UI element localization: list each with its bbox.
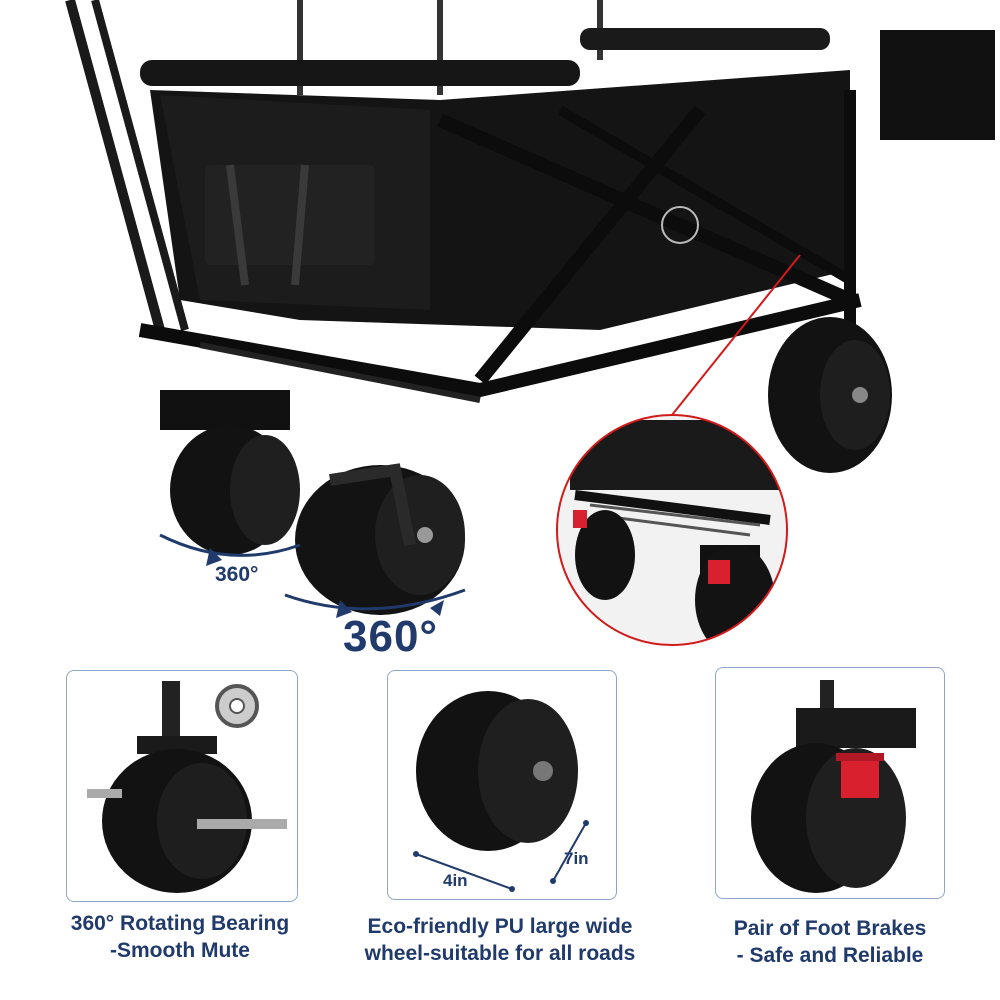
rotation-label-large: 360° [343, 612, 439, 661]
wheel-caption-line1: Eco-friendly PU large wide [367, 915, 633, 938]
wheel-caption-line2: wheel-suitable for all roads [364, 942, 636, 966]
bearing-caption: 360° Rotating Bearing -Smooth Mute [50, 910, 310, 965]
pu-wheel-image [413, 691, 589, 892]
foot-brake-image [751, 680, 916, 893]
wheel-diameter-label: 7in [564, 849, 589, 868]
rotation-label-small: 360° [215, 563, 259, 586]
bearing-detail-panel [66, 670, 298, 902]
brake-caption-line2: - Safe and Reliable [736, 944, 924, 968]
wheel-detail-panel: 4in 7in [387, 670, 617, 900]
brake-detail-panel [715, 667, 945, 899]
bearing-caption-line1: 360° Rotating Bearing [70, 912, 290, 935]
bearing-caption-line2: -Smooth Mute [110, 939, 250, 963]
bearing-wheel-image [87, 681, 287, 893]
brake-caption: Pair of Foot Brakes - Safe and Reliable [710, 915, 950, 970]
wheel-caption: Eco-friendly PU large wide wheel-suitabl… [350, 913, 650, 968]
brake-caption-line1: Pair of Foot Brakes [733, 917, 927, 940]
wheel-width-label: 4in [443, 871, 468, 890]
wagon-illustration [65, 0, 995, 646]
